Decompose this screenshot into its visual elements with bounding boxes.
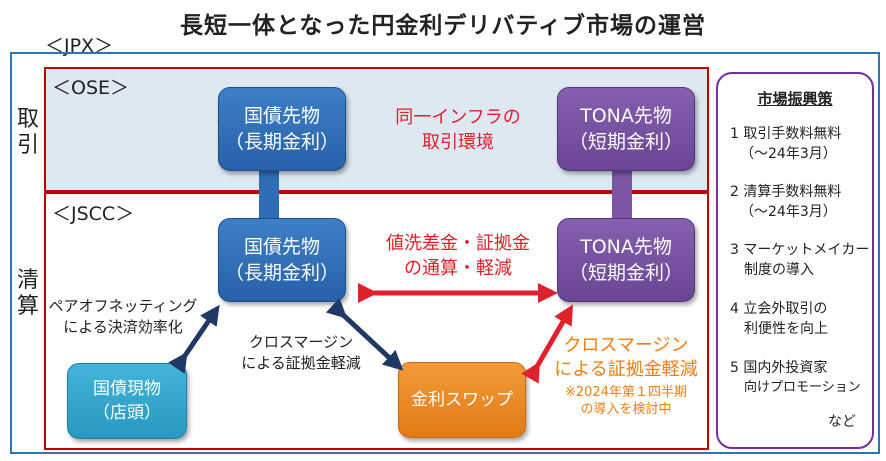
shared-infrastructure-line1: 同一インフラの: [395, 107, 521, 128]
ose-jgb-futures-line1: 国債先物: [243, 105, 320, 127]
panel-item-3-line2: 制度の導入: [744, 262, 814, 278]
panel-item-5-line1: 国内外投資家: [743, 360, 828, 376]
panel-item-4-num: 4: [730, 301, 739, 317]
clearing-side-label: 清 算: [13, 268, 43, 320]
panel-item-4-line1: 立会外取引の: [743, 301, 828, 317]
panel-item-3-line1: マーケットメイカー: [743, 242, 870, 258]
netting-text: 値洗差金・証拠金 の通算・軽減: [368, 231, 548, 281]
pair-off-line2: による決済効率化: [63, 318, 183, 336]
trading-side-label-text: 取 引: [16, 107, 39, 158]
market-promotion-panel: 市場振興策 1 取引手数料無料 （～24年3月） 2 清算手数料無料 （～24年…: [716, 72, 874, 449]
panel-item-2-num: 2: [730, 184, 739, 200]
jgb-futures-connector: [259, 168, 279, 224]
jpx-frame: [10, 52, 880, 454]
panel-item-4: 4 立会外取引の 利便性を向上: [730, 299, 870, 339]
ose-jgb-futures-node: 国債先物 （長期金利）: [218, 87, 346, 171]
panel-item-1-num: 1: [730, 126, 739, 142]
ose-tona-futures-node: TONA先物 （短期金利）: [557, 87, 695, 171]
netting-line1: 値洗差金・証拠金: [386, 233, 530, 254]
panel-item-2-line1: 清算手数料無料: [743, 184, 842, 200]
jscc-jgb-futures-line2: （長期金利）: [224, 262, 339, 284]
clearing-side-label-text: 清 算: [16, 268, 39, 319]
pair-off-text: ペアオフネッティング による決済効率化: [48, 296, 198, 338]
netting-line2: の通算・軽減: [404, 258, 512, 279]
jgb-cash-line2: （店頭）: [93, 403, 161, 423]
panel-heading: 市場振興策: [757, 90, 833, 108]
panel-item-5-num: 5: [730, 360, 739, 376]
shared-infrastructure-line2: 取引環境: [422, 132, 494, 153]
jscc-tona-futures-line2: （短期金利）: [568, 262, 683, 284]
jscc-tona-futures-node: TONA先物 （短期金利）: [557, 218, 695, 302]
cross-margin-orange-line2: による証拠金軽減: [554, 359, 698, 380]
panel-item-2: 2 清算手数料無料 （～24年3月）: [730, 182, 870, 222]
jpx-label: ＜JPX＞: [45, 35, 114, 57]
interest-rate-swap-node: 金利スワップ: [398, 362, 526, 438]
page-title: 長短一体となった円金利デリバティブ市場の運営: [180, 13, 706, 39]
panel-item-2-line2: （～24年3月）: [740, 204, 837, 220]
panel-item-4-line2: 利便性を向上: [744, 321, 828, 337]
jgb-cash-node: 国債現物 （店頭）: [67, 363, 187, 439]
panel-item-1-line2: （～24年3月）: [740, 146, 837, 162]
cross-margin-note: ※2024年第１四半期 の導入を検討中: [546, 384, 706, 418]
panel-item-3: 3 マーケットメイカー 制度の導入: [730, 240, 875, 280]
jgb-cash-line1: 国債現物: [93, 379, 161, 399]
panel-footer: など: [828, 414, 856, 430]
panel-item-3-num: 3: [730, 242, 739, 258]
swap-tona-arrow: [521, 304, 574, 384]
trading-side-label: 取 引: [13, 107, 43, 159]
ose-tona-futures-line2: （短期金利）: [568, 131, 683, 153]
panel-item-1-line1: 取引手数料無料: [743, 126, 842, 142]
ose-jgb-futures-line2: （長期金利）: [224, 131, 339, 153]
panel-item-5-line2: 向けプロモーション: [744, 380, 861, 395]
jscc-label: ＜JSCC＞: [52, 203, 135, 225]
cross-margin-note-line2: の導入を検討中: [580, 402, 672, 417]
cross-margin-arrow: [325, 297, 404, 371]
ose-label: ＜OSE＞: [52, 77, 130, 99]
cross-margin-note-line1: ※2024年第１四半期: [565, 385, 687, 400]
panel-item-5: 5 国内外投資家 向けプロモーション: [730, 358, 875, 398]
jscc-tona-futures-line1: TONA先物: [580, 236, 672, 258]
cross-margin-orange-line1: クロスマージン: [563, 335, 689, 356]
panel-item-1: 1 取引手数料無料 （～24年3月）: [730, 124, 870, 164]
pair-off-arrow: [168, 304, 220, 374]
pair-off-line1: ペアオフネッティング: [48, 297, 198, 315]
interest-rate-swap-line1: 金利スワップ: [411, 390, 513, 410]
shared-infrastructure-text: 同一インフラの 取引環境: [378, 105, 538, 155]
jscc-jgb-futures-line1: 国債先物: [243, 236, 320, 258]
jscc-jgb-futures-node: 国債先物 （長期金利）: [218, 218, 346, 302]
ose-tona-futures-line1: TONA先物: [580, 105, 672, 127]
cross-margin-orange-text: クロスマージン による証拠金軽減: [546, 334, 706, 382]
tona-futures-connector: [612, 168, 632, 224]
